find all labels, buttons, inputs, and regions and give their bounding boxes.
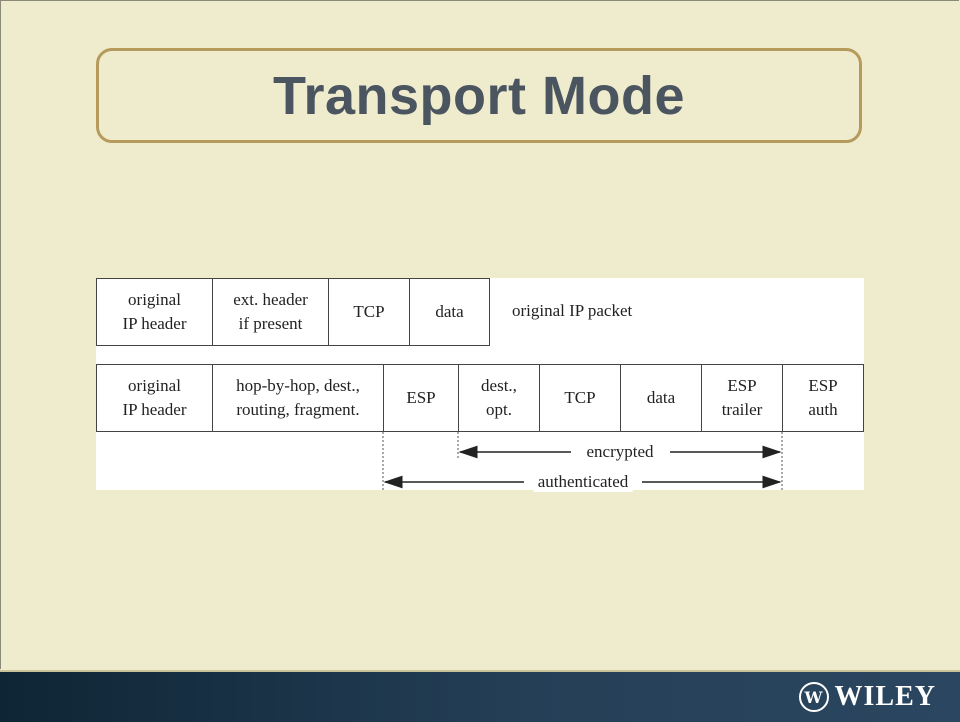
authenticated-label: authenticated xyxy=(533,472,633,492)
row2-esp-auth: ESP auth xyxy=(782,364,864,432)
original-ip-packet-label: original IP packet xyxy=(512,301,633,320)
slide-title: Transport Mode xyxy=(272,65,686,126)
wiley-logo-text: WILEY xyxy=(834,681,936,712)
wiley-seal-icon: W xyxy=(798,682,829,712)
row1-data: data xyxy=(409,278,490,346)
arrow-lines xyxy=(382,432,783,490)
packet-diagram: original IP header ext. header if presen… xyxy=(96,278,864,492)
row1-ext-header: ext. header if present xyxy=(212,278,328,346)
encrypted-label: encrypted xyxy=(582,442,658,462)
row1-original-ip-header: original IP header xyxy=(96,278,212,346)
row2-esp-trailer: ESP trailer xyxy=(701,364,782,432)
row2-original-ip-header: original IP header xyxy=(96,364,212,432)
slide-border xyxy=(0,0,959,669)
row2-tcp: TCP xyxy=(539,364,620,432)
title-box: Transport Mode xyxy=(96,48,862,143)
wiley-logo: W WILEY xyxy=(798,681,936,713)
row2-data: data xyxy=(620,364,701,432)
row2-esp: ESP xyxy=(383,364,458,432)
row1-tcp: TCP xyxy=(328,278,409,346)
row2-hop-by-hop: hop-by-hop, dest., routing, fragment. xyxy=(212,364,383,432)
row2-dest-opt: dest., opt. xyxy=(458,364,539,432)
footer-bar: W WILEY xyxy=(0,670,960,722)
